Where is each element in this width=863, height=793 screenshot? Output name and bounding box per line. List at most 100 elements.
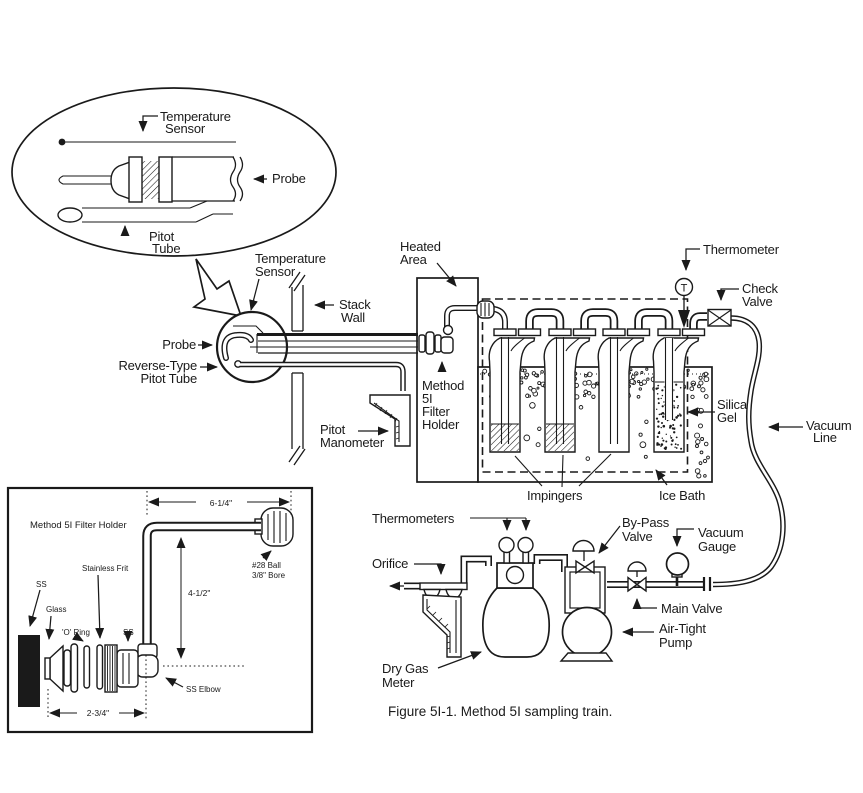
orifice-manometer-body [422, 594, 462, 658]
air-tight-pump-label: Air-Tight [659, 621, 706, 636]
impinger-flange [602, 328, 626, 337]
union-plate-right [158, 156, 173, 203]
main-valve-leader [632, 598, 657, 609]
detail-pointer-arrow [191, 258, 243, 318]
temperature-sensor-label: Sensor [255, 264, 296, 279]
vacuum-gauge-label: Gauge [698, 539, 736, 554]
thermometer-probe-arrow [678, 310, 690, 328]
bypass-valve-symbol [575, 559, 587, 575]
orifice-leader [414, 563, 446, 575]
ss-shell-block [18, 635, 40, 707]
thermometer-symbol [674, 277, 694, 297]
dim-bottom-width-label: 2-3/4" [87, 708, 109, 718]
heated-area-label: Area [400, 252, 428, 267]
filter-holder-inset: Method 5I Filter Holder 6-1/4" 4-1/2" [6, 486, 314, 734]
dim-height-label: 4-1/2" [188, 588, 210, 598]
meter-thermometer-bulb [498, 536, 515, 554]
filter-coupling [434, 334, 442, 353]
glass-label: Glass [46, 605, 66, 614]
ball-label: #28 Ball [252, 561, 281, 570]
orifice-label: Orifice [372, 556, 408, 571]
impinger-train: T Thermometer Check Valve Silica Gel Vac… [418, 242, 852, 588]
meter-dial [505, 565, 525, 585]
probe-label: Probe [272, 171, 306, 186]
ball-joint-detail [260, 507, 294, 547]
impingers-label: Impingers [527, 488, 583, 503]
union-plate-left [128, 156, 143, 203]
pitot-opening [57, 207, 83, 223]
filter-coupling [425, 331, 435, 355]
meter-thermometer-bulb [517, 536, 534, 554]
manometer-ticks [374, 402, 400, 440]
dry-gas-meter-label: Meter [382, 675, 415, 690]
stainless-frit-label: Stainless Frit [82, 564, 129, 573]
ice-stipple-right [694, 407, 710, 479]
main-valve-label: Main Valve [661, 601, 722, 616]
orifice-flange [419, 582, 468, 591]
figure-caption: Figure 5I-1. Method 5I sampling train. [388, 704, 612, 719]
vacuum-gauge-label: Vacuum [698, 525, 744, 540]
heated-area-box [416, 277, 479, 483]
stack-section: Temperature Sensor Stack Wall Probe Reve… [118, 239, 479, 483]
bypass-loop-outer [564, 566, 606, 614]
pitot-manometer-label: Manometer [320, 435, 385, 450]
heated-area-label: Heated [400, 239, 441, 254]
o-ring-label: 'O' Ring [62, 628, 90, 637]
impinger-flange [517, 328, 542, 337]
pitot-tube-label: Tube [152, 241, 180, 256]
temperature-sensor-label: Temperature [255, 251, 326, 266]
temperature-sensor-label: Sensor [165, 121, 206, 136]
thermometer-leader [681, 248, 700, 271]
filter-holder-label: Holder [422, 417, 460, 432]
bath-bubbles [523, 402, 649, 461]
bypass-valve-label: By-Pass [622, 515, 670, 530]
filter-fitting-ball [442, 324, 454, 336]
thermometers-label: Thermometers [372, 511, 455, 526]
stack-wall-label: Wall [341, 310, 365, 325]
impinger-bottle [597, 337, 645, 453]
dry-gas-meter-leader [437, 651, 482, 669]
ball-label: 3/8" Bore [252, 571, 286, 580]
o-ring-leader [72, 631, 84, 642]
probe-detail-inset: Temperature Sensor Probe Pitot Tube [11, 87, 337, 257]
silica-gel-label: Silica [717, 397, 748, 412]
impingers-leaders [514, 453, 612, 488]
impinger-flange [572, 328, 597, 337]
meter-to-bypass-pipe [533, 554, 568, 572]
vacuum-line-label: Vacuum [806, 418, 852, 433]
reverse-pitot-label: Pitot Tube [140, 371, 197, 386]
ss-shell-label: SS [36, 580, 47, 589]
temperature-sensor-label: Temperature [160, 109, 231, 124]
thermometer-label: Thermometer [703, 242, 780, 257]
break-line [236, 156, 244, 202]
filter-elbow [440, 336, 454, 354]
orifice-to-meter-pipe [460, 555, 492, 584]
ss-elbow-label: SS Elbow [186, 685, 221, 694]
ss-elbow-leader [165, 677, 184, 688]
break-line [229, 156, 237, 202]
vacuum-gauge-circle [665, 552, 690, 576]
filter-holder-label: Method [422, 378, 464, 393]
ss-shell-leader [28, 589, 41, 627]
pitot-tube-label: Pitot [149, 229, 175, 244]
dim-top-width-label: 6-1/4" [210, 498, 232, 508]
pump-meter-train: Thermometers Orifice By-Pass Valve Vacuu… [372, 511, 744, 690]
spring-stack [104, 644, 118, 693]
union-threads [142, 161, 159, 199]
impinger-liquid [491, 424, 519, 451]
impinger-flange [548, 328, 572, 337]
pitot-manometer-label: Pitot [320, 422, 346, 437]
ice-bath-leader [655, 469, 668, 486]
bypass-valve-handle [572, 539, 595, 552]
temperature-sensor-leader [138, 115, 158, 132]
air-tight-pump-label: Pump [659, 635, 692, 650]
probe-nozzle [110, 161, 131, 200]
pump-base [559, 652, 614, 662]
main-valve-symbol [627, 576, 639, 593]
check-valve-label: Check [742, 281, 779, 296]
temperature-sensor-leader [249, 278, 260, 311]
pump-circle [561, 606, 613, 658]
dry-gas-meter-label: Dry Gas [382, 661, 429, 676]
vacuum-line-label: Line [813, 430, 837, 445]
